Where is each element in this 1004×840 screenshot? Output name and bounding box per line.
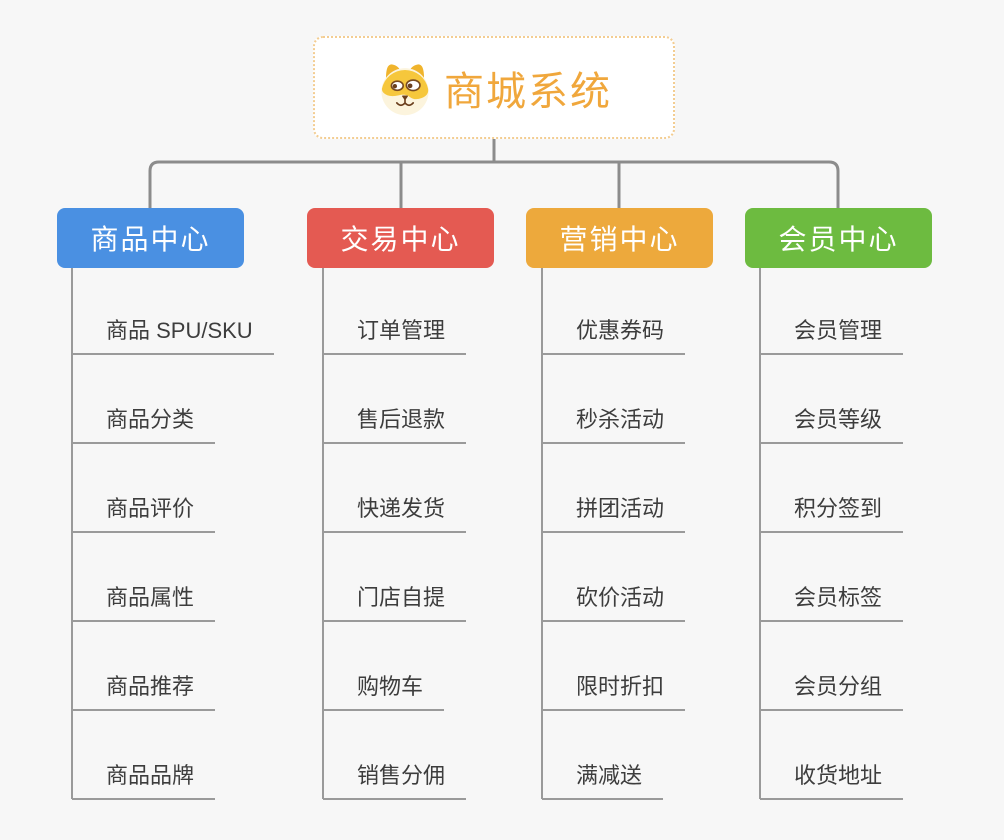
child-topic[interactable]: 商品品牌 — [72, 758, 216, 800]
child-topic[interactable]: 购物车 — [323, 669, 445, 711]
branch-topic-member[interactable]: 会员中心 — [745, 208, 932, 268]
child-topic[interactable]: 秒杀活动 — [542, 402, 686, 444]
child-topic[interactable]: 门店自提 — [323, 580, 467, 622]
root-topic-label: 商城系统 — [444, 69, 612, 114]
child-topic[interactable]: 商品属性 — [72, 580, 216, 622]
child-topic[interactable]: 砍价活动 — [542, 580, 686, 622]
child-topic[interactable]: 积分签到 — [760, 491, 904, 533]
dog-mascot-icon — [376, 59, 434, 117]
child-topic[interactable]: 拼团活动 — [542, 491, 686, 533]
bus-line — [148, 160, 840, 208]
child-topic[interactable]: 商品评价 — [72, 491, 216, 533]
child-topic[interactable]: 商品分类 — [72, 402, 216, 444]
child-topic[interactable]: 满减送 — [542, 758, 664, 800]
child-topic[interactable]: 会员标签 — [760, 580, 904, 622]
child-topic[interactable]: 会员分组 — [760, 669, 904, 711]
branch-topic-trade[interactable]: 交易中心 — [307, 208, 494, 268]
child-topic[interactable]: 优惠券码 — [542, 313, 686, 355]
branch-topic-marketing[interactable]: 营销中心 — [526, 208, 713, 268]
root-topic[interactable]: 商城系统 — [313, 36, 675, 139]
child-topic[interactable]: 商品推荐 — [72, 669, 216, 711]
child-topic[interactable]: 商品 SPU/SKU — [72, 313, 274, 355]
child-topic[interactable]: 会员等级 — [760, 402, 904, 444]
child-topic[interactable]: 限时折扣 — [542, 669, 686, 711]
child-topic[interactable]: 售后退款 — [323, 402, 467, 444]
child-topic[interactable]: 收货地址 — [760, 758, 904, 800]
child-topic[interactable]: 快递发货 — [323, 491, 467, 533]
child-topic[interactable]: 会员管理 — [760, 313, 904, 355]
child-topic[interactable]: 订单管理 — [323, 313, 467, 355]
child-topic[interactable]: 销售分佣 — [323, 758, 467, 800]
branch-topic-product[interactable]: 商品中心 — [57, 208, 244, 268]
